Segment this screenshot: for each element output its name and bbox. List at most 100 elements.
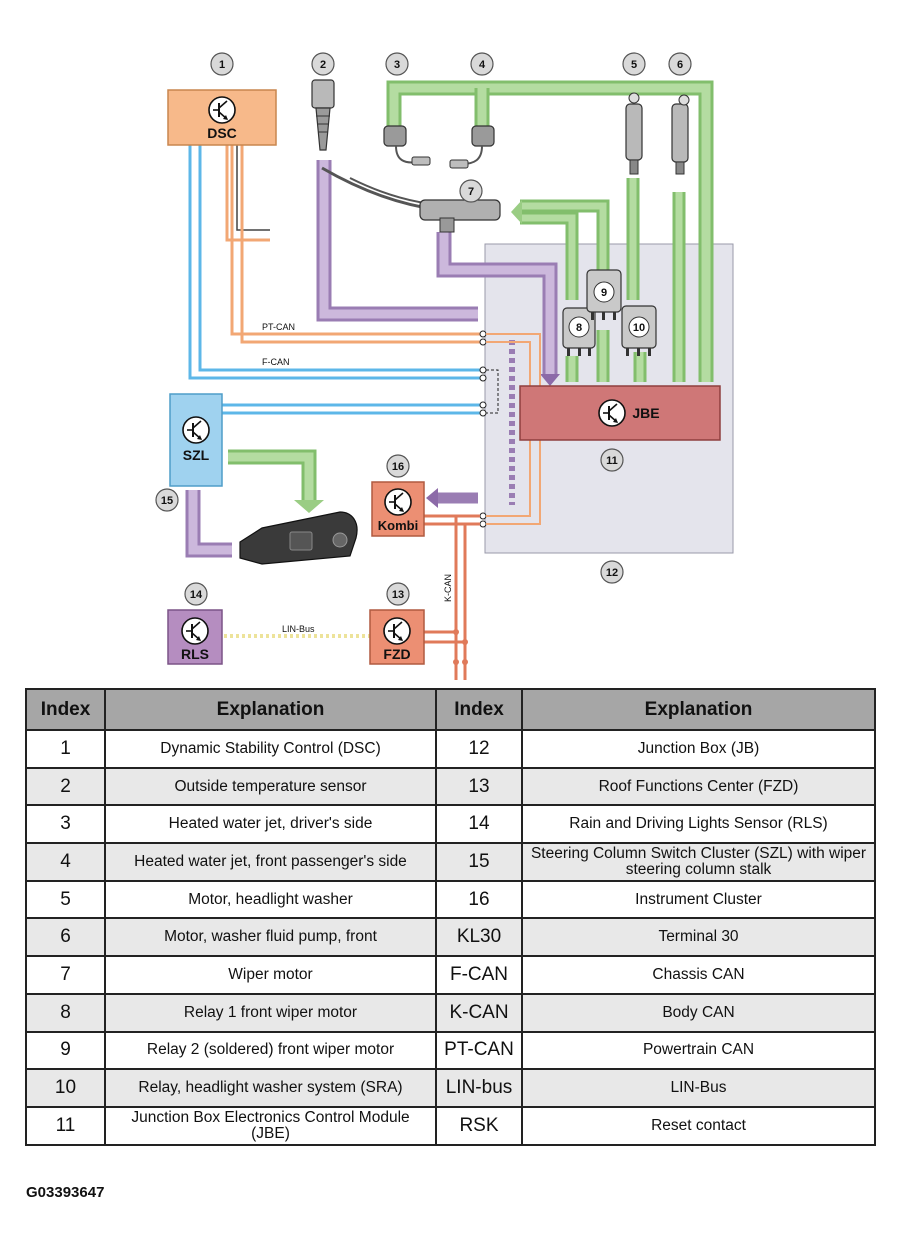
svg-text:11: 11 [606, 455, 618, 467]
callout-6: 6 [668, 52, 692, 76]
green-signal-lines [228, 80, 714, 505]
row-index: 5 [25, 879, 106, 920]
heated-water-jet-driver-icon [383, 125, 431, 166]
row-index: 4 [25, 842, 106, 882]
legend-header-index-left: Index [25, 688, 106, 731]
purple-signal-lines [185, 160, 558, 558]
k-can-wiring [422, 514, 480, 680]
purple-arrowheads [426, 374, 560, 508]
row-index: K-CAN [435, 992, 523, 1033]
outside-temperature-sensor-icon [311, 79, 335, 151]
row-explanation: Terminal 30 [521, 917, 876, 958]
row-index: 13 [435, 766, 523, 807]
legend-header-index-right: Index [435, 688, 523, 731]
svg-text:3: 3 [394, 59, 400, 71]
row-index: 6 [25, 917, 106, 958]
row-index: 16 [435, 879, 523, 920]
row-explanation: Junction Box (JB) [521, 729, 876, 769]
row-index: 15 [435, 842, 523, 882]
svg-text:DSC: DSC [207, 125, 237, 141]
relay-8: 8 [562, 307, 596, 356]
svg-text:JBE: JBE [632, 405, 659, 421]
kombi-module: Kombi [371, 481, 425, 537]
legend-table: Index Explanation Index Explanation 1 Dy… [25, 688, 876, 1146]
row-explanation: LIN-Bus [521, 1068, 876, 1108]
jbe-module: JBE [519, 385, 721, 441]
svg-text:12: 12 [606, 567, 618, 579]
row-explanation: Heated water jet, driver's side [104, 804, 437, 845]
row-explanation: Heated water jet, front passenger's side [104, 842, 437, 882]
row-index: 9 [25, 1030, 106, 1071]
svg-text:FZD: FZD [383, 646, 410, 662]
row-explanation: Relay 2 (soldered) front wiper motor [104, 1030, 437, 1071]
row-explanation: Relay 1 front wiper motor [104, 992, 437, 1033]
washer-pump-motor-icon [671, 94, 690, 175]
k-can-dots [453, 629, 468, 665]
callout-15: 15 [155, 488, 179, 512]
row-explanation: Powertrain CAN [521, 1030, 876, 1071]
svg-text:SZL: SZL [183, 447, 210, 463]
svg-text:6: 6 [677, 59, 683, 71]
callout-11: 11 [600, 448, 624, 472]
svg-text:13: 13 [392, 589, 404, 601]
svg-text:7: 7 [468, 186, 474, 198]
row-index: RSK [435, 1105, 523, 1146]
svg-text:1: 1 [219, 59, 225, 71]
svg-text:4: 4 [479, 59, 486, 71]
heated-water-jet-passenger-icon [449, 125, 495, 169]
callout-3: 3 [385, 52, 409, 76]
callout-1: 1 [210, 52, 234, 76]
table-row: 7 Wiper motor F-CAN Chassis CAN [25, 955, 876, 995]
row-index: 3 [25, 804, 106, 845]
table-row: 5 Motor, headlight washer 16 Instrument … [25, 879, 876, 920]
szl-module: SZL [169, 393, 223, 487]
row-index: 8 [25, 992, 106, 1033]
figure-code: G03393647 [26, 1184, 105, 1201]
table-row: 2 Outside temperature sensor 13 Roof Fun… [25, 766, 876, 807]
relay-10: 10 [621, 305, 657, 356]
row-index: F-CAN [435, 955, 523, 995]
row-explanation: Dynamic Stability Control (DSC) [104, 729, 437, 769]
svg-text:14: 14 [190, 589, 203, 601]
row-index: KL30 [435, 917, 523, 958]
wiper-motor-icon [321, 166, 501, 233]
table-row: 10 Relay, headlight washer system (SRA) … [25, 1068, 876, 1108]
pt-can-label: PT-CAN [262, 322, 295, 332]
callout-12: 12 [600, 560, 624, 584]
callout-5: 5 [622, 52, 646, 76]
row-explanation: Relay, headlight washer system (SRA) [104, 1068, 437, 1108]
f-can-label: F-CAN [262, 357, 290, 367]
row-index: PT-CAN [435, 1030, 523, 1071]
legend-header-row: Index Explanation Index Explanation [25, 688, 876, 731]
row-explanation: Wiper motor [104, 955, 437, 995]
rls-module: RLS [167, 609, 223, 665]
svg-text:Kombi: Kombi [378, 518, 418, 533]
row-explanation: Motor, washer fluid pump, front [104, 917, 437, 958]
callout-7: 7 [459, 179, 483, 203]
szl-wiring [220, 403, 480, 415]
row-index: 10 [25, 1068, 106, 1108]
row-index: 14 [435, 804, 523, 845]
table-row: 4 Heated water jet, front passenger's si… [25, 842, 876, 882]
callout-13: 13 [386, 582, 410, 606]
k-can-label: K-CAN [443, 574, 453, 602]
svg-text:9: 9 [601, 287, 607, 299]
row-explanation: Motor, headlight washer [104, 879, 437, 920]
svg-text:15: 15 [161, 495, 173, 507]
callout-2: 2 [311, 52, 335, 76]
relay-9: 9 [586, 269, 622, 320]
row-index: LIN-bus [435, 1068, 523, 1108]
svg-text:2: 2 [320, 59, 326, 71]
row-explanation: Chassis CAN [521, 955, 876, 995]
svg-text:10: 10 [633, 322, 645, 334]
dsc-wiring [188, 145, 480, 380]
svg-text:RLS: RLS [181, 646, 209, 662]
row-explanation: Steering Column Switch Cluster (SZL) wit… [521, 842, 876, 882]
svg-text:16: 16 [392, 461, 404, 473]
callout-16: 16 [386, 454, 410, 478]
wiring-diagram: PT-CAN F-CAN K-CAN LIN-Bus 8 [155, 52, 734, 680]
rsk-bracket [486, 369, 499, 414]
row-index: 2 [25, 766, 106, 807]
legend-header-explanation-right: Explanation [521, 688, 876, 731]
dsc-module: DSC [167, 89, 277, 146]
